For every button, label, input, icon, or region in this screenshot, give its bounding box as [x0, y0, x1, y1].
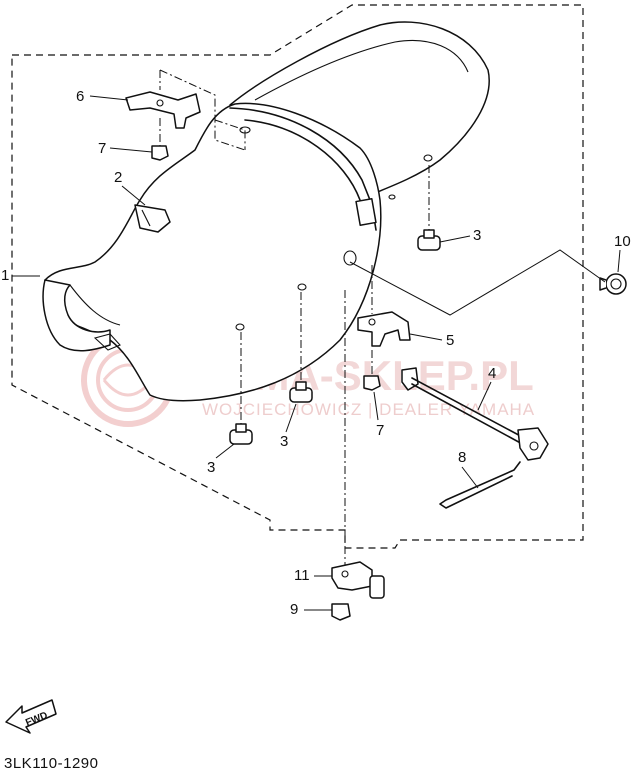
callout-3-right: 3 [473, 227, 481, 244]
part-7-nut-lower [363, 350, 381, 391]
callout-9: 9 [290, 601, 298, 618]
watermark-line: WOJCIECHOWICZ | DEALER YAMAHA [202, 400, 535, 419]
callout-8: 8 [458, 449, 466, 466]
callout-10: 10 [614, 233, 631, 250]
part-10-cap [349, 249, 627, 316]
part-3-damper-middle [289, 292, 313, 403]
callout-4: 4 [488, 365, 496, 382]
callout-1: 1 [1, 267, 9, 284]
callout-11: 11 [294, 567, 310, 584]
part-2-strap [134, 204, 171, 233]
part-3-damper-right [417, 165, 441, 251]
part-7-nut-upper [151, 118, 169, 161]
part-11-lock [331, 290, 385, 599]
callout-3-middle: 3 [280, 433, 288, 450]
callout-2: 2 [114, 169, 122, 186]
part-4-rod [401, 367, 549, 461]
callout-6: 6 [76, 88, 84, 105]
callout-5: 5 [446, 332, 454, 349]
part-9-nut [331, 603, 351, 621]
diagram-code: 3LK110-1290 [4, 755, 98, 772]
callout-7-lower: 7 [376, 422, 384, 439]
callout-3-left: 3 [207, 459, 215, 476]
part-3-damper-left [229, 332, 253, 445]
part-8-spring [439, 461, 521, 509]
part-5-bracket [357, 265, 411, 347]
seat-body [42, 21, 490, 402]
part-6-bracket [125, 69, 246, 151]
assembly-boundary [11, 4, 584, 549]
callout-7-upper: 7 [98, 140, 106, 157]
fwd-arrow: FWD [5, 699, 57, 734]
callouts: 1 2 3 3 3 4 5 6 7 7 8 9 10 11 [1, 88, 631, 618]
